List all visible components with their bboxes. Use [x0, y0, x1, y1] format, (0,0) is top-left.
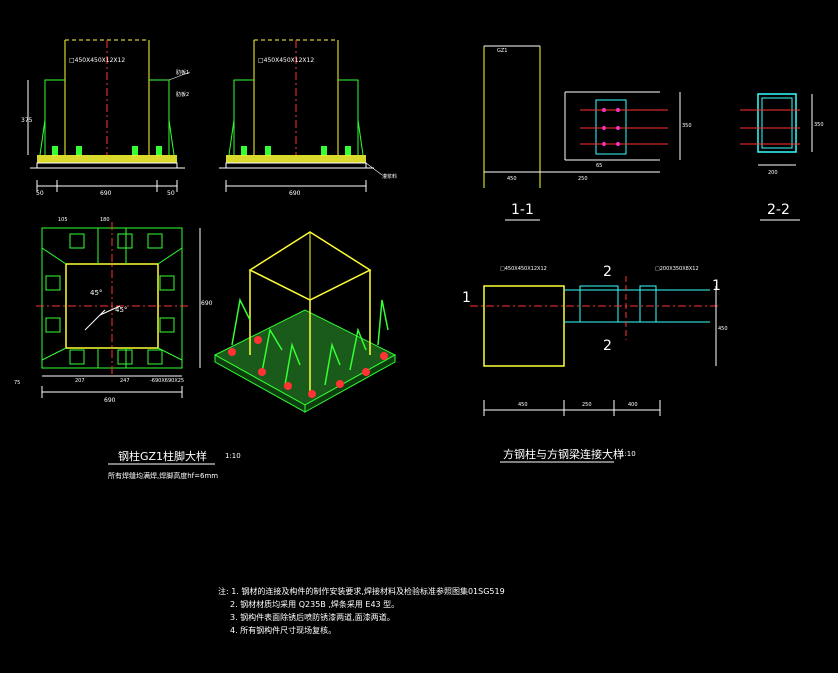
label-rib1: 肋板1 — [176, 69, 189, 76]
dim-1-450: 450 — [507, 176, 517, 182]
dim-base-total: 690 — [100, 190, 112, 197]
dim-plan-side: 690 — [201, 300, 213, 307]
cut-1-left: 1 — [462, 290, 471, 306]
dim-c-250: 250 — [582, 402, 592, 408]
dim-c-450: 450 — [518, 402, 528, 408]
section-1-1-label: 1-1 — [511, 202, 534, 218]
label-gz1: GZ1 — [497, 48, 507, 54]
label-col: □450X450X12X12 — [500, 266, 547, 272]
label-beam: □200X350X8X12 — [655, 266, 699, 272]
dim-1-65: 65 — [596, 163, 602, 169]
note-3: 3. 钢构件表面除锈后喷防锈漆两道,面漆两道。 — [230, 613, 395, 622]
connection-plan: 1 1 2 2 □450X450X12X12 □200X350X8X12 450… — [462, 264, 728, 416]
dim-base-total-2: 690 — [289, 190, 301, 197]
left-title-block: 钢柱GZ1柱脚大样 1:10 所有焊缝均满焊,焊脚高度hf=6mm — [108, 449, 241, 480]
base-plan: 45° 45° 690 207 247 105 180 690 75 -690X… — [14, 217, 213, 404]
angle-label-1: 45° — [90, 289, 102, 297]
dim-plan-total: 690 — [104, 397, 116, 404]
dim-1-350: 350 — [682, 123, 692, 129]
label-tube-left: □450X450X12X12 — [69, 57, 125, 64]
elevation-left: 50 690 50 375 □450X450X12X12 肋板1 肋板2 — [21, 39, 191, 197]
left-title: 钢柱GZ1柱脚大样 — [118, 449, 207, 463]
cut-2-top: 2 — [603, 264, 612, 280]
label-tube-right: □450X450X12X12 — [258, 57, 314, 64]
note-4: 4. 所有钢构件尺寸现场复核。 — [230, 626, 337, 635]
dim-2-200: 200 — [768, 170, 778, 176]
dim-plan-b: 180 — [100, 217, 110, 223]
left-scale: 1:10 — [225, 452, 241, 460]
dim-side-left: 50 — [36, 190, 44, 197]
dim-plan-d: 247 — [120, 378, 130, 384]
note-2: 2. 钢材材质均采用 Q235B ,焊条采用 E43 型。 — [230, 600, 400, 609]
label-plate: -690X690X25 — [150, 378, 184, 384]
notes-prefix: 注: — [218, 587, 229, 596]
dim-c-400: 400 — [628, 402, 638, 408]
dim-plan-c: 207 — [75, 378, 85, 384]
iso-view — [213, 231, 397, 413]
dim-side-right: 50 — [167, 190, 175, 197]
label-grout: 灌浆料 — [382, 173, 397, 180]
section-2-2-label: 2-2 — [767, 202, 790, 218]
section-2-2: 200 350 2-2 — [740, 93, 824, 221]
dim-2-350: 350 — [814, 122, 824, 128]
section-1-1: GZ1 450 250 65 350 1-1 — [483, 45, 692, 221]
label-rib2: 肋板2 — [176, 91, 189, 98]
notes-block: 注: 1. 钢材的连接及构件的制作安装要求,焊接材料及检验标准参照图集01SG5… — [218, 585, 505, 637]
angle-label-2: 45° — [115, 306, 127, 314]
elevation-right: 690 □450X450X12X12 灌浆料 — [219, 39, 397, 197]
dim-height: 375 — [21, 117, 33, 124]
left-subtitle: 所有焊缝均满焊,焊脚高度hf=6mm — [108, 471, 218, 480]
dim-c-side: 450 — [718, 326, 728, 332]
cut-2-bottom: 2 — [603, 338, 612, 354]
dim-plan-a: 105 — [58, 217, 68, 223]
note-1: 注: 1. 钢材的连接及构件的制作安装要求,焊接材料及检验标准参照图集01SG5… — [218, 587, 505, 596]
right-title-block: 方钢柱与方钢梁连接大样 1:10 — [500, 447, 636, 463]
right-scale: 1:10 — [620, 450, 636, 458]
right-title: 方钢柱与方钢梁连接大样 — [503, 447, 624, 461]
dim-1-250: 250 — [578, 176, 588, 182]
dim-plan-f: 75 — [14, 380, 20, 386]
